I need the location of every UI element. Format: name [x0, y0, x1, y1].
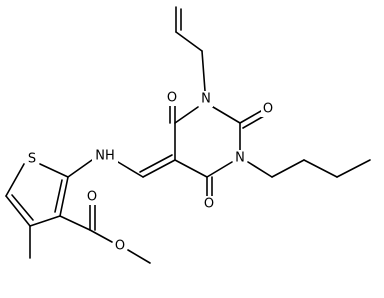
- atom-o-ester-carbonyl: O: [87, 190, 97, 205]
- bond-thiophene-s1-c5: [5, 163, 25, 197]
- atom-o-ester-ether: O: [115, 239, 125, 254]
- atom-n3: N: [235, 151, 245, 166]
- atom-labels: N N O O O NH S O O: [25, 90, 275, 254]
- bond-thiophene-c5-c4-a: [5, 195, 31, 227]
- atom-o2: O: [263, 102, 273, 117]
- bond-c4-c5: [174, 159, 208, 178]
- bond-ester-o-methyl: [127, 249, 151, 264]
- atom-nh: NH: [95, 149, 115, 164]
- bond-thiophene-c3-c2-b: [54, 179, 63, 213]
- bond-thiophene-c3-c2-a: [59, 176, 69, 217]
- bonds: [5, 6, 371, 264]
- bond-c5-methine-b: [139, 154, 173, 173]
- atom-s1: S: [28, 152, 36, 167]
- bond-c5-methine-a: [142, 159, 176, 178]
- bond-c6-n1: [174, 106, 199, 124]
- bond-butyl-c3-c4: [336, 159, 371, 178]
- atom-o4: O: [204, 197, 214, 212]
- bond-c2-o2-b: [242, 115, 265, 129]
- bond-n1-c2: [212, 106, 241, 124]
- bond-nh-thiophene-c2: [67, 159, 93, 178]
- bond-allyl-ch-ch2: [175, 31, 203, 52]
- bond-allyl-ch2-n1: [201, 50, 206, 92]
- bond-butyl-c2-c3: [303, 159, 338, 178]
- bond-n3-c4: [206, 161, 233, 178]
- bond-thiophene-c5-c4-b: [11, 194, 34, 221]
- bond-n3-butyl-c1: [247, 161, 273, 178]
- bond-c2-o2-a: [239, 110, 262, 124]
- bond-methine-nh: [117, 161, 144, 178]
- bond-thiophene-c4-c3: [29, 215, 61, 227]
- bond-ester-c-o-ether: [89, 229, 113, 243]
- bond-butyl-c1-c2: [271, 159, 305, 178]
- bond-thiophene-c2-s1: [39, 163, 69, 178]
- atom-n1: N: [201, 92, 211, 107]
- atom-o6: O: [167, 91, 177, 106]
- bond-thiophene-c3-ester-c: [59, 215, 91, 231]
